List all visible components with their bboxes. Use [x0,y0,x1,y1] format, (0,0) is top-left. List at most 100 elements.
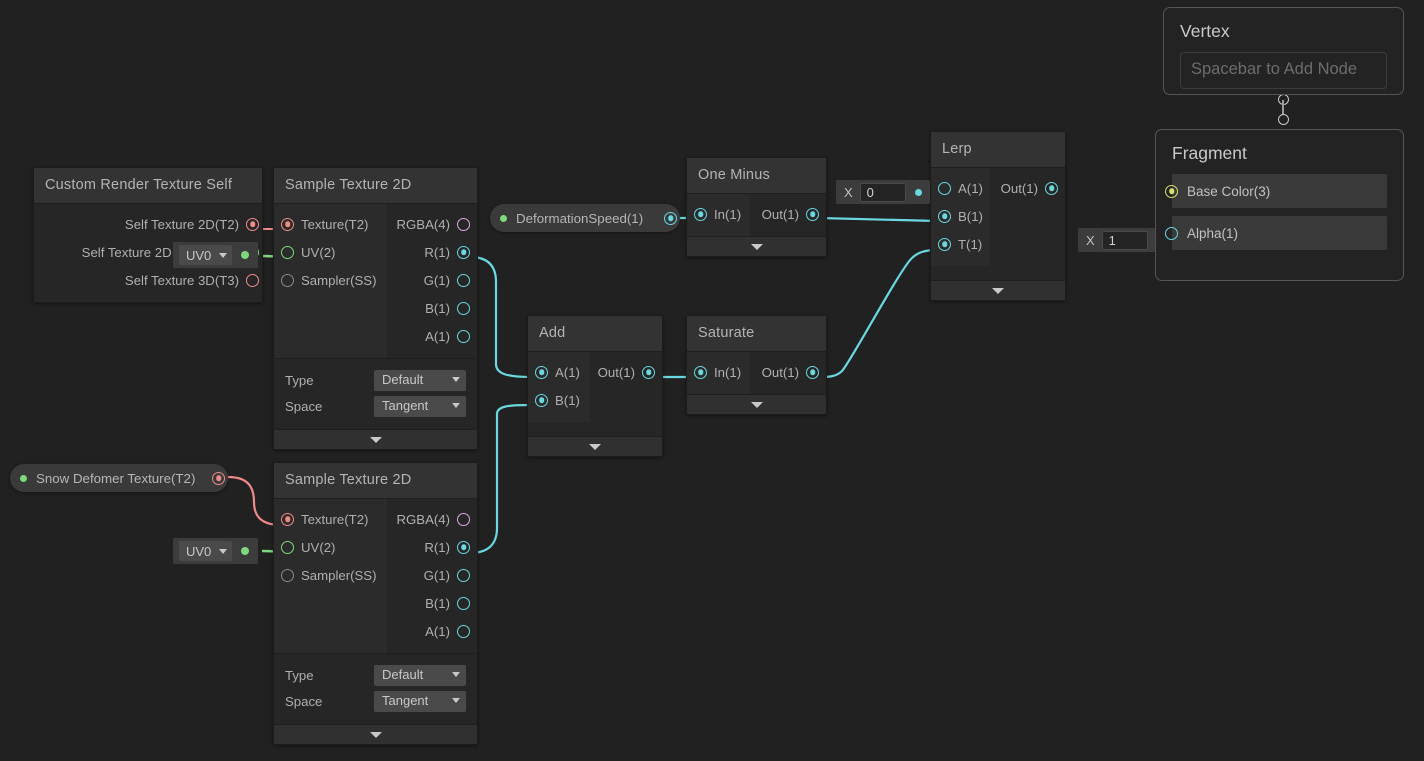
port-slot-a-icon[interactable] [938,181,951,195]
port-slot-b-icon[interactable] [457,301,470,315]
collapse-button[interactable] [687,394,826,414]
port-rgba-out[interactable]: RGBA(4) [387,505,470,533]
port-slot-alpha-icon[interactable] [1165,226,1178,240]
property-node-snow-deformer-texture[interactable]: Snow Defomer Texture(T2) [10,464,228,492]
port-out[interactable]: Out(1) [750,358,819,386]
port-slot-texture-icon[interactable] [281,217,294,231]
property-output-slot-icon[interactable] [212,471,225,485]
uv0-dropdown-widget-top[interactable]: UV0 [173,242,259,268]
node-sample-texture-2d-bottom[interactable]: Sample Texture 2D Texture(T2) UV(2) Samp… [273,462,478,745]
lerp-a-value-field[interactable]: X 0 [836,180,930,204]
port-slot-g-icon[interactable] [457,568,470,582]
port-a-out[interactable]: A(1) [387,617,470,645]
node-custom-render-texture-self[interactable]: Custom Render Texture Self Self Texture … [33,167,263,303]
port-slot-rgba-icon[interactable] [457,512,470,526]
space-dropdown[interactable]: Tangent [374,690,466,712]
node-add[interactable]: Add A(1) B(1) Out(1) [527,315,663,457]
port-rgba-out[interactable]: RGBA(4) [387,210,470,238]
lerp-a-input[interactable]: 0 [859,182,906,202]
setting-space[interactable]: Space Tangent [285,688,466,714]
setting-space[interactable]: Space Tangent [285,393,466,419]
collapse-button[interactable] [528,436,662,456]
port-slot-out-icon[interactable] [1045,181,1058,195]
uv-channel-dropdown[interactable]: UV0 [179,541,233,561]
port-slot-t-icon[interactable] [938,237,951,251]
space-dropdown[interactable]: Tangent [374,395,466,417]
node-sample-texture-2d-top[interactable]: Sample Texture 2D Texture(T2) UV(2) Samp… [273,167,478,450]
uv-channel-dropdown[interactable]: UV0 [179,245,233,265]
port-uv-in[interactable]: UV(2) [281,533,387,561]
port-slot-base-color-icon[interactable] [1165,184,1178,198]
type-dropdown[interactable]: Default [374,369,466,391]
port-slot-r-icon[interactable] [457,245,470,259]
port-in[interactable]: In(1) [694,200,750,228]
port-g-out[interactable]: G(1) [387,266,470,294]
type-dropdown[interactable]: Default [374,664,466,686]
port-slot-r-icon[interactable] [457,540,470,554]
fragment-alpha-input[interactable]: 1 [1101,230,1148,250]
port-sampler-in[interactable]: Sampler(SS) [281,561,387,589]
property-node-deformation-speed[interactable]: DeformationSpeed(1) [490,204,680,232]
port-slot-in-icon[interactable] [694,207,707,221]
collapse-button[interactable] [687,236,826,256]
port-uv-in[interactable]: UV(2) [281,238,387,266]
port-slot-a-icon[interactable] [457,624,470,638]
port-sampler-in[interactable]: Sampler(SS) [281,266,387,294]
port-slot-sampler-icon[interactable] [281,273,294,287]
port-self-texture-3d[interactable]: Self Texture 3D(T3) [34,266,259,294]
port-self-texture-2d[interactable]: Self Texture 2D(T2) [34,210,259,238]
port-slot-uv-icon[interactable] [281,540,294,554]
port-slot-b-icon[interactable] [535,393,548,407]
port-slot-out-icon[interactable] [806,365,819,379]
port-slot-a-icon[interactable] [535,365,548,379]
port-slot-b-icon[interactable] [457,596,470,610]
port-slot-out-icon[interactable] [642,365,655,379]
port-b-in[interactable]: B(1) [535,386,590,414]
port-a-in[interactable]: A(1) [938,174,990,202]
port-r-out[interactable]: R(1) [387,238,470,266]
port-texture-in[interactable]: Texture(T2) [281,210,387,238]
collapse-button[interactable] [274,724,477,744]
port-slot-g-icon[interactable] [457,273,470,287]
port-slot-uv-icon[interactable] [281,245,294,259]
port-b-out[interactable]: B(1) [387,294,470,322]
setting-type[interactable]: Type Default [285,367,466,393]
block-alpha[interactable]: Alpha(1) [1165,216,1387,250]
master-node-vertex[interactable]: Vertex Spacebar to Add Node [1163,7,1404,95]
port-b-out[interactable]: B(1) [387,589,470,617]
port-slot-out-icon[interactable] [806,207,819,221]
block-base-color[interactable]: Base Color(3) [1165,174,1387,208]
port-slot-in-icon[interactable] [694,365,707,379]
port-slot-texture2d-icon[interactable] [246,217,259,231]
port-slot-a-icon[interactable] [457,329,470,343]
property-output-slot-icon[interactable] [664,211,677,225]
collapse-button[interactable] [931,280,1065,300]
port-out[interactable]: Out(1) [590,358,655,386]
port-slot-sampler-icon[interactable] [281,568,294,582]
port-slot-texture-icon[interactable] [281,512,294,526]
node-one-minus[interactable]: One Minus In(1) Out(1) [686,157,827,257]
node-saturate[interactable]: Saturate In(1) Out(1) [686,315,827,415]
port-t-in[interactable]: T(1) [938,230,990,258]
vertex-add-node-hint[interactable]: Spacebar to Add Node [1180,52,1387,89]
port-g-out[interactable]: G(1) [387,561,470,589]
port-texture-in[interactable]: Texture(T2) [281,505,387,533]
port-in[interactable]: In(1) [694,358,750,386]
node-lerp[interactable]: Lerp A(1) B(1) T(1) Out(1) [930,131,1066,301]
collapse-button[interactable] [274,429,477,449]
port-b-in[interactable]: B(1) [938,202,990,230]
port-r-out[interactable]: R(1) [387,533,470,561]
port-out[interactable]: Out(1) [990,174,1058,202]
port-slot-rgba-icon[interactable] [457,217,470,231]
setting-type[interactable]: Type Default [285,662,466,688]
port-slot-b-icon[interactable] [938,209,951,223]
port-out[interactable]: Out(1) [750,200,819,228]
port-a-in[interactable]: A(1) [535,358,590,386]
master-node-fragment[interactable]: Fragment Base Color(3) Alpha(1) [1155,129,1404,281]
uv-output-nub[interactable] [241,547,250,555]
port-a-out[interactable]: A(1) [387,322,470,350]
uv0-dropdown-widget-bottom[interactable]: UV0 [173,538,259,564]
uv-output-nub[interactable] [241,251,250,259]
port-slot-texture3d-icon[interactable] [246,273,259,287]
